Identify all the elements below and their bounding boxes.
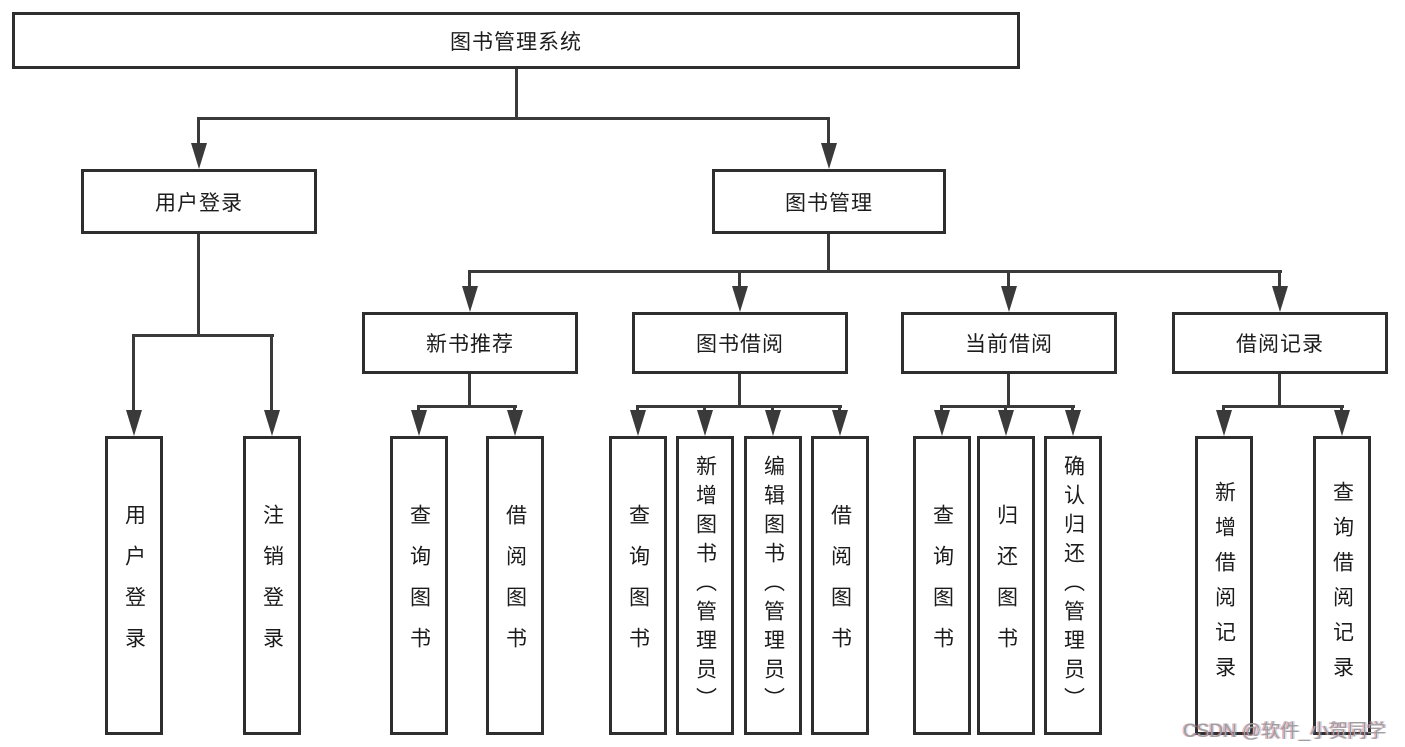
arrowhead-down-icon bbox=[998, 410, 1014, 436]
leaf-label: 确认归还（管理员） bbox=[1061, 455, 1085, 716]
leaf-confirm-return-admin: 确认归还（管理员） bbox=[1044, 436, 1102, 735]
node-new-book-recommend: 新书推荐 bbox=[362, 312, 578, 374]
edge-current-stem bbox=[1007, 374, 1010, 408]
edge-stub-current-borrow bbox=[1007, 272, 1010, 288]
leaf-label: 新增图书（管理员） bbox=[693, 455, 717, 716]
arrowhead-down-icon bbox=[732, 286, 748, 312]
node-book-management: 图书管理 bbox=[712, 169, 946, 234]
node-label: 用户登录 bbox=[155, 191, 243, 215]
arrowhead-down-icon bbox=[507, 410, 523, 436]
leaf-add-borrow-record: 新增借阅记录 bbox=[1195, 436, 1253, 735]
arrowhead-down-icon bbox=[934, 410, 950, 436]
node-user-login: 用户登录 bbox=[81, 169, 317, 234]
leaf-label: 查询图书 bbox=[626, 503, 650, 668]
arrowhead-down-icon bbox=[630, 410, 646, 436]
leaf-query-book: 查询图书 bbox=[913, 436, 971, 735]
node-label: 图书管理 bbox=[785, 191, 873, 215]
leaf-query-borrow-record: 查询借阅记录 bbox=[1313, 436, 1371, 735]
edge-newbook-bracket bbox=[417, 405, 517, 408]
leaf-query-book: 查询图书 bbox=[390, 436, 448, 735]
edge-stub-leaf-logout bbox=[270, 336, 273, 412]
edge-stub-book-management bbox=[827, 119, 830, 146]
edge-record-stem bbox=[1278, 374, 1281, 408]
csdn-watermark: CSDN @软件_小贺同学 bbox=[1183, 721, 1386, 742]
leaf-label: 注销登录 bbox=[260, 503, 284, 668]
arrowhead-down-icon bbox=[821, 143, 837, 169]
leaf-label: 归还图书 bbox=[994, 503, 1018, 668]
arrowhead-down-icon bbox=[264, 410, 280, 436]
edge-record-bracket bbox=[1222, 405, 1344, 408]
leaf-borrow-book: 借阅图书 bbox=[811, 436, 869, 735]
leaf-query-book: 查询图书 bbox=[609, 436, 667, 735]
arrowhead-down-icon bbox=[765, 410, 781, 436]
edge-newbook-stem bbox=[468, 374, 471, 408]
node-label: 新书推荐 bbox=[426, 333, 514, 356]
leaf-label: 借阅图书 bbox=[828, 503, 852, 668]
leaf-return-book: 归还图书 bbox=[977, 436, 1035, 735]
edge-borrow-stem bbox=[738, 374, 741, 408]
edge-stub-book-borrow bbox=[738, 272, 741, 288]
edge-stub-new-book bbox=[468, 272, 471, 288]
leaf-label: 新增借阅记录 bbox=[1212, 480, 1236, 691]
leaf-edit-book-admin: 编辑图书（管理员） bbox=[744, 436, 802, 735]
arrowhead-down-icon bbox=[832, 410, 848, 436]
leaf-label: 查询借阅记录 bbox=[1330, 480, 1354, 691]
leaf-logout: 注销登录 bbox=[243, 436, 301, 735]
node-label: 借阅记录 bbox=[1236, 333, 1324, 356]
node-current-borrow: 当前借阅 bbox=[901, 312, 1117, 374]
edge-mgmt-stem bbox=[827, 233, 830, 273]
node-book-borrow: 图书借阅 bbox=[632, 312, 848, 374]
edge-stub-user-login bbox=[197, 119, 200, 146]
leaf-label: 查询图书 bbox=[930, 503, 954, 668]
arrowhead-down-icon bbox=[1001, 286, 1017, 312]
leaf-add-book-admin: 新增图书（管理员） bbox=[676, 436, 734, 735]
arrowhead-down-icon bbox=[697, 410, 713, 436]
leaf-label: 借阅图书 bbox=[503, 503, 527, 668]
edge-mgmt-bracket bbox=[468, 270, 1282, 273]
node-borrow-record: 借阅记录 bbox=[1172, 312, 1388, 374]
arrowhead-down-icon bbox=[1334, 410, 1350, 436]
node-label: 当前借阅 bbox=[965, 333, 1053, 356]
arrowhead-down-icon bbox=[1065, 410, 1081, 436]
arrowhead-down-icon bbox=[126, 410, 142, 436]
arrowhead-down-icon bbox=[191, 143, 207, 169]
edge-root-stem bbox=[515, 69, 518, 120]
edge-login-bracket bbox=[132, 334, 274, 337]
edge-current-bracket bbox=[940, 405, 1075, 408]
edge-stub-leaf-user-login bbox=[132, 336, 135, 412]
leaf-label: 用户登录 bbox=[122, 503, 146, 668]
edge-stub-borrow-record bbox=[1278, 272, 1281, 288]
edge-login-stem bbox=[197, 233, 200, 337]
leaf-label: 查询图书 bbox=[407, 503, 431, 668]
node-label: 图书借阅 bbox=[696, 333, 784, 356]
arrowhead-down-icon bbox=[1272, 286, 1288, 312]
arrowhead-down-icon bbox=[1216, 410, 1232, 436]
node-label: 图书管理系统 bbox=[450, 30, 582, 54]
node-root-library-system: 图书管理系统 bbox=[12, 12, 1020, 69]
arrowhead-down-icon bbox=[462, 286, 478, 312]
leaf-user-login: 用户登录 bbox=[105, 436, 163, 735]
arrowhead-down-icon bbox=[411, 410, 427, 436]
leaf-borrow-book: 借阅图书 bbox=[486, 436, 544, 735]
edge-borrow-bracket bbox=[636, 405, 842, 408]
leaf-label: 编辑图书（管理员） bbox=[761, 455, 785, 716]
edge-root-bracket bbox=[197, 117, 830, 120]
